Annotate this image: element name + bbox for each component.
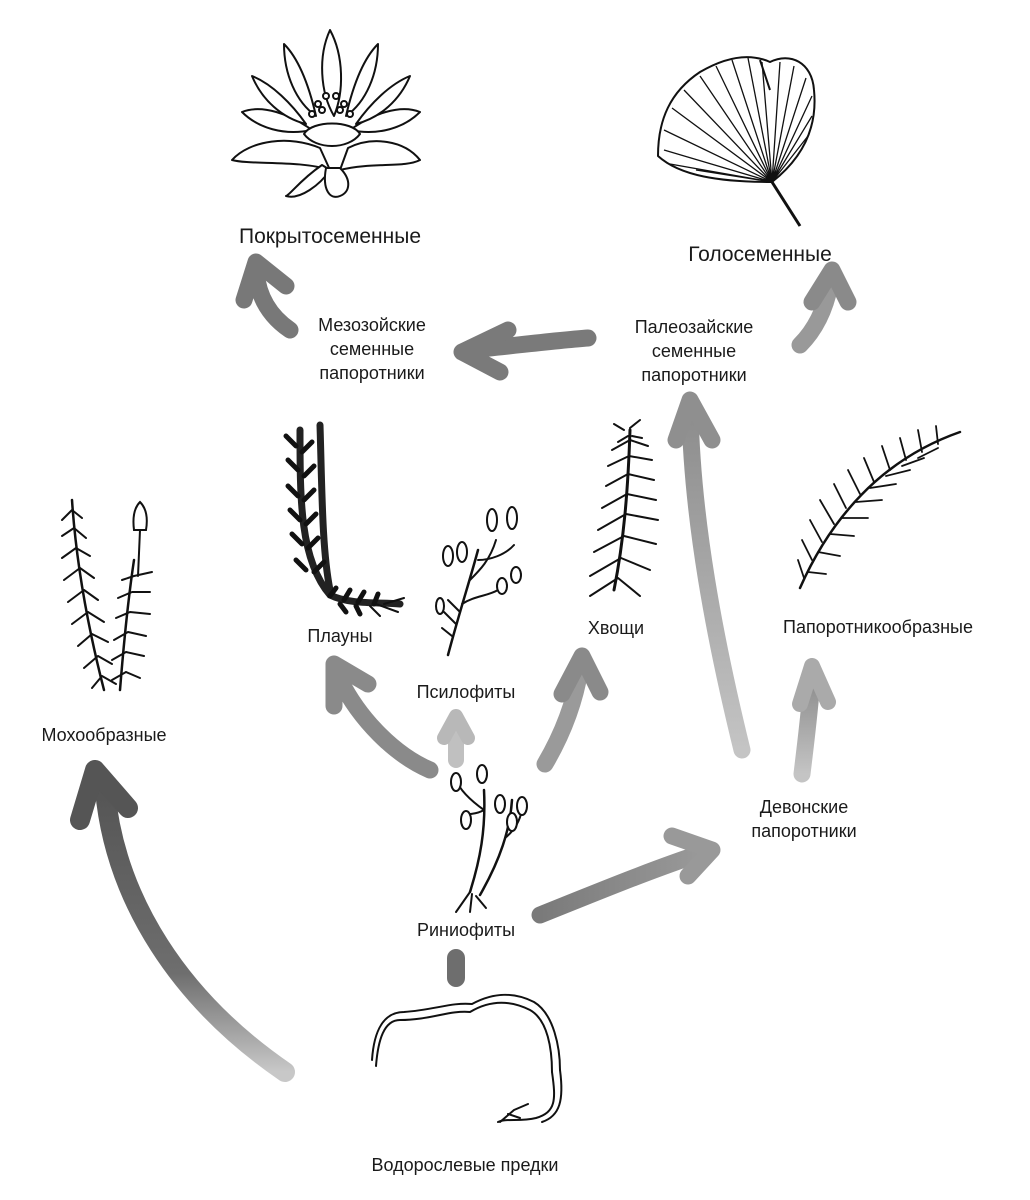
label-line: Девонские [759, 797, 849, 817]
label-lycophytes: Плауны [307, 626, 373, 646]
water-lily-icon [231, 29, 421, 198]
label-line: семенные [329, 339, 415, 359]
arrow-paleozoic-to-gymnosperms [791, 261, 857, 354]
label-pteridophytes: Папоротникообразные [783, 617, 973, 637]
arrow-rhyniophytes-to-psilophytes [437, 709, 475, 768]
label-paleozoic-seed-ferns: Палеозайские семенные папоротники [612, 315, 776, 387]
clubmoss-icon [283, 421, 405, 617]
label-devonian-ferns: Девонские папоротники [728, 795, 880, 843]
horsetail-icon [589, 419, 659, 597]
label-psilophytes: Псилофиты [416, 682, 516, 702]
label-line: папоротники [641, 365, 747, 385]
moss-icon [61, 498, 153, 692]
label-line: Мезозойские [318, 315, 426, 335]
label-mesozoic-seed-ferns: Мезозойские семенные папоротники [292, 313, 452, 385]
label-line: Палеозайские [634, 317, 754, 337]
arrow-mesozoic-to-angiosperms [235, 253, 299, 339]
arrow-rhyniophytes-to-devonian [531, 827, 721, 924]
algae-icon [371, 993, 563, 1123]
arrow-rhyniophytes-to-horsetails [536, 647, 609, 773]
label-algal-ancestors: Водорослевые предки [371, 1155, 559, 1175]
label-bryophytes: Мохообразные [41, 725, 167, 745]
arrow-paleozoic-to-mesozoic [453, 321, 597, 381]
fern-icon [797, 425, 962, 590]
arrow-rhyniophytes-to-lycophytes [325, 655, 439, 779]
arrow-devonian-to-pteridophytes [792, 658, 836, 783]
arrow-devonian-to-paleozoic [667, 391, 751, 759]
label-rhyniophytes: Риниофиты [416, 920, 516, 940]
label-line: папоротники [319, 363, 425, 383]
label-gymnosperms: Голосеменные [688, 243, 832, 266]
arrow-algae-to-bryophytes [70, 760, 295, 1082]
label-line: папоротники [751, 821, 857, 841]
label-horsetails: Хвощи [587, 618, 645, 638]
rhyniophyte-icon [450, 764, 528, 913]
label-line: семенные [651, 341, 737, 361]
ginkgo-leaf-icon [657, 56, 816, 227]
psilophyte-icon [435, 506, 522, 657]
label-angiosperms: Покрытосеменные [238, 225, 422, 248]
